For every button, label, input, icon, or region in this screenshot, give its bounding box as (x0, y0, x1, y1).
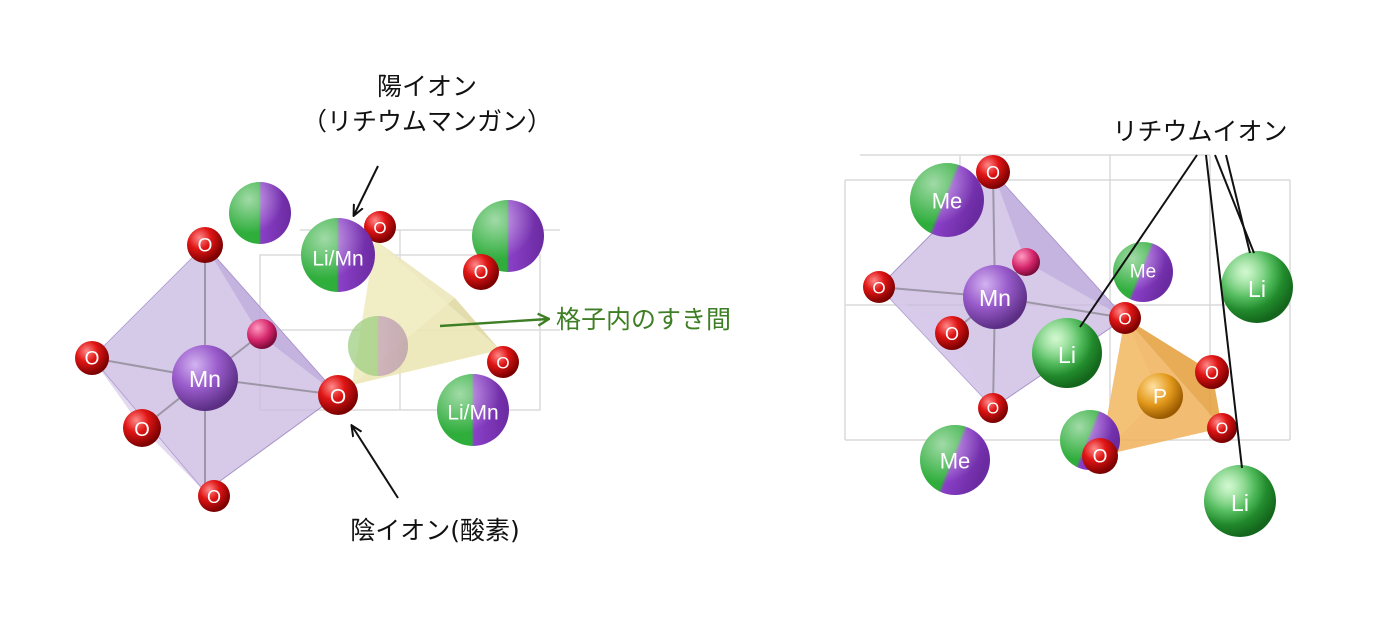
oxygen-atom: O (187, 227, 223, 263)
svg-text:O: O (987, 401, 999, 418)
svg-text:Li/Mn: Li/Mn (447, 402, 498, 425)
anion-label: 陰イオン(酸素) (350, 516, 520, 545)
svg-text:Me: Me (932, 189, 963, 214)
svg-text:P: P (1153, 386, 1167, 409)
oxygen-atom: O (75, 341, 109, 375)
atom-me-small: Me (1113, 242, 1173, 302)
svg-text:Mn: Mn (189, 366, 221, 392)
atom-li: Li (1032, 318, 1102, 388)
atom-limn-back-right (472, 200, 544, 272)
atom-limn-front-right: Li/Mn (437, 374, 509, 446)
oxygen-atom: O (1082, 438, 1118, 474)
oxygen-atom: O (1195, 355, 1229, 389)
oxygen-atom: O (487, 346, 519, 378)
oxygen-atom: O (1207, 413, 1237, 443)
anion-arrow (352, 426, 399, 499)
left-spinel-diagram: O O O O O O O O (75, 72, 731, 545)
interstice-label: 格子内のすき間 (556, 305, 731, 334)
atom-li: Li (1204, 465, 1276, 537)
atom-me-bottom: Me (920, 425, 990, 495)
cation-title: 陽イオン (377, 72, 477, 101)
right-olivine-diagram: Me Me Me O O O (844, 117, 1293, 537)
svg-text:Me: Me (1130, 262, 1156, 283)
atom-mn-center: Mn (172, 345, 238, 411)
interstice-arrow (439, 319, 548, 328)
svg-text:O: O (1118, 310, 1131, 329)
svg-text:Mn: Mn (979, 285, 1011, 311)
svg-text:O: O (496, 354, 509, 373)
svg-text:O: O (85, 349, 100, 370)
svg-text:O: O (134, 419, 150, 441)
svg-text:O: O (474, 263, 489, 284)
svg-text:O: O (872, 279, 885, 298)
svg-text:O: O (945, 324, 959, 344)
lithium-pointer-lines (1079, 154, 1255, 469)
atom-me-top: Me (910, 163, 984, 237)
cation-arrow (354, 165, 379, 215)
oxygen-atom: O (976, 155, 1010, 189)
oxygen-atom: O (935, 316, 969, 350)
svg-text:O: O (1205, 363, 1219, 383)
atom-interstitial-li (348, 316, 408, 376)
oxygen-atom: O (863, 271, 895, 303)
atom-pink-back (1012, 248, 1040, 276)
svg-text:Li/Mn: Li/Mn (312, 248, 363, 271)
svg-text:O: O (986, 163, 1000, 183)
svg-text:Me: Me (940, 449, 971, 474)
oxygen-atom: O (364, 211, 396, 243)
oxygen-atom: O (198, 480, 230, 512)
svg-text:Li: Li (1231, 490, 1249, 516)
svg-text:O: O (1093, 447, 1108, 468)
atom-limn-back-left (229, 182, 291, 244)
svg-text:O: O (207, 487, 221, 507)
svg-text:O: O (1216, 421, 1228, 438)
atom-mn-center-right: Mn (963, 265, 1027, 329)
svg-text:Li: Li (1058, 342, 1076, 368)
atom-pink-back (247, 319, 277, 349)
svg-text:O: O (373, 219, 386, 238)
atom-li: Li (1221, 251, 1293, 323)
svg-text:O: O (330, 386, 346, 409)
oxygen-atom: O (123, 409, 161, 447)
atom-limn-cation: Li/Mn (301, 218, 375, 292)
lithium-ion-label: リチウムイオン (1112, 117, 1287, 146)
oxygen-atom: O (978, 393, 1008, 423)
svg-text:Li: Li (1248, 276, 1266, 302)
oxygen-atom-anion: O (318, 375, 358, 415)
svg-text:O: O (198, 236, 213, 257)
atom-phosphorus: P (1137, 373, 1183, 419)
cation-subtitle: （リチウムマンガン） (302, 107, 552, 136)
oxygen-atom: O (463, 254, 499, 290)
oxygen-atom-shared: O (1109, 302, 1141, 334)
